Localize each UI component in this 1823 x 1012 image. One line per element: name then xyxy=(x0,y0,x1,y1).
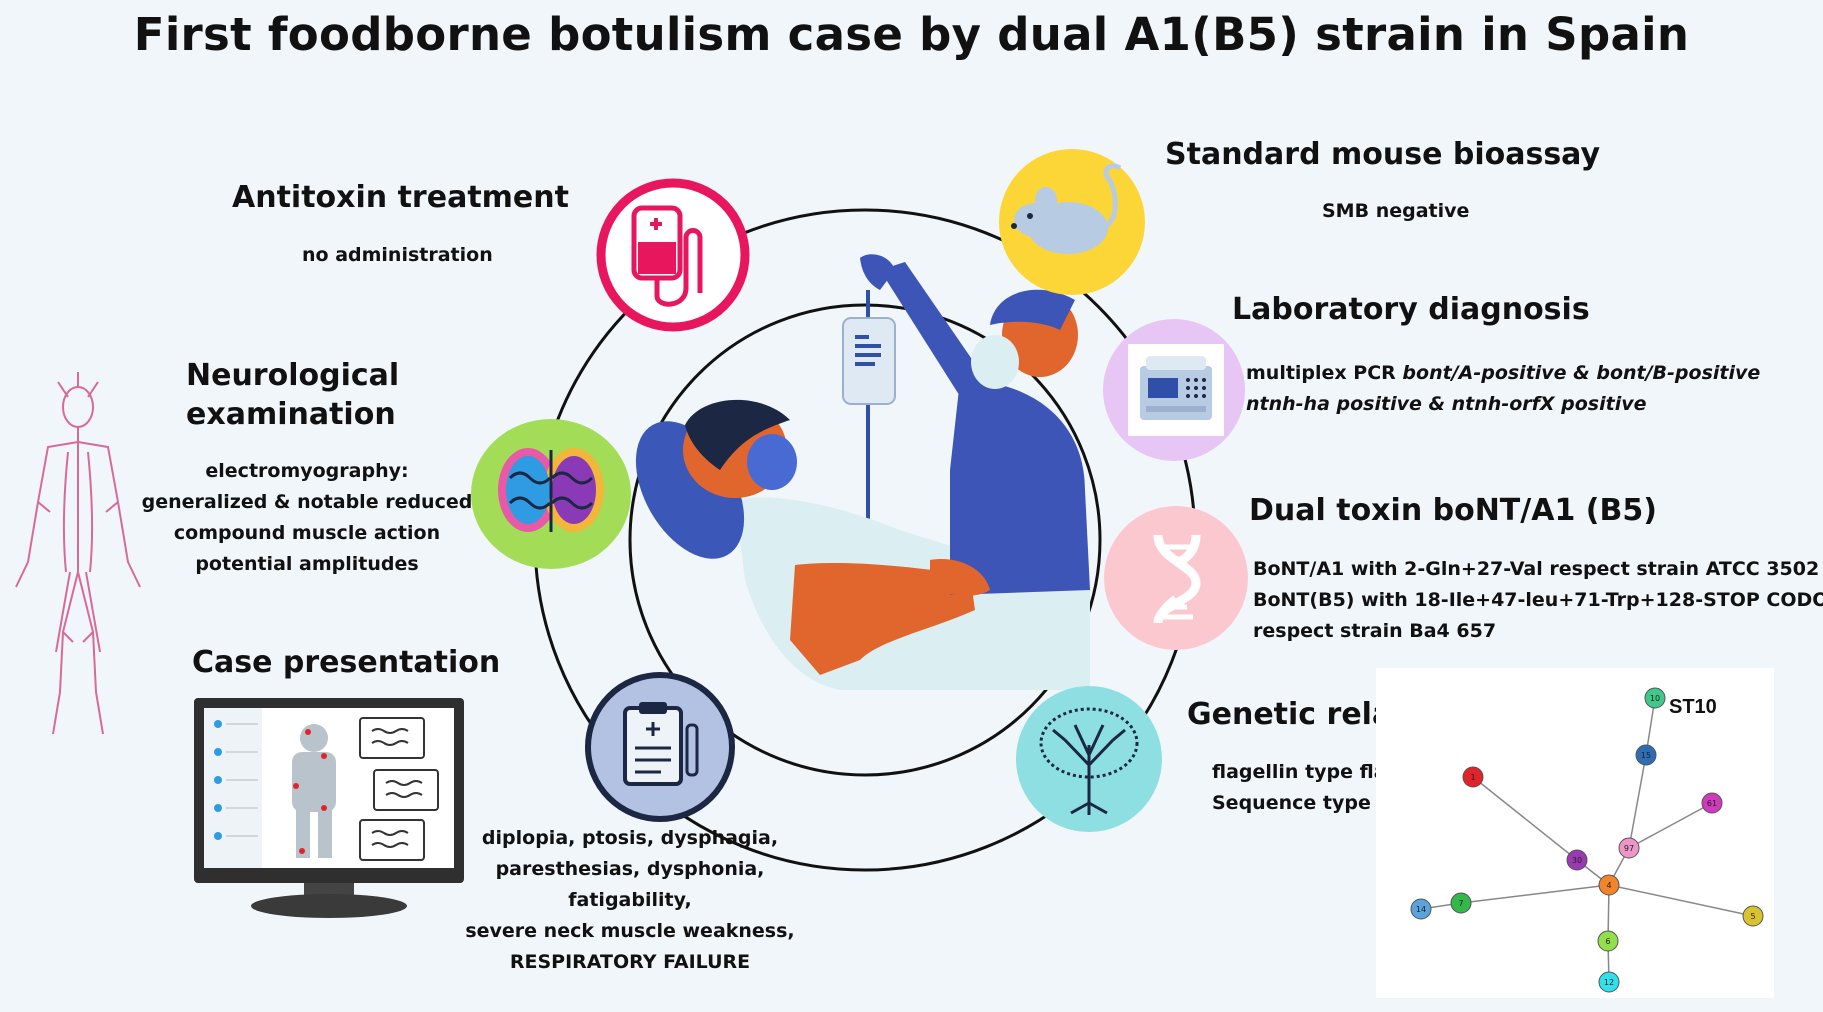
network-node-61 xyxy=(1701,792,1723,814)
doctor-illustration xyxy=(860,254,1090,596)
case-line-3: fatigability, xyxy=(568,889,692,911)
neuro-heading-line1: Neurological xyxy=(186,358,400,393)
network-node-label-97: 97 xyxy=(1624,844,1634,853)
iv-drip-icon xyxy=(842,290,896,530)
tree-icon xyxy=(1016,686,1162,832)
network-node-label-30: 30 xyxy=(1572,856,1582,865)
network-node-label-7: 7 xyxy=(1458,899,1463,908)
network-node-label-5: 5 xyxy=(1750,912,1755,921)
network-nodes: 10 15 1 61 97 30 4 14 7 5 6 12 xyxy=(1410,687,1764,993)
mouse-heading: Standard mouse bioassay xyxy=(1165,137,1601,172)
neuro-heading-line2: examination xyxy=(186,397,396,432)
network-node-5 xyxy=(1742,905,1764,927)
neuro-heading: Neurological examination xyxy=(186,356,399,434)
case-line-4: severe neck muscle weakness, xyxy=(465,920,795,942)
page-title: First foodborne botulism case by dual A1… xyxy=(133,8,1690,61)
toxin-heading: Dual toxin boNT/A1 (B5) xyxy=(1249,493,1657,528)
mouse-text: SMB negative xyxy=(1322,200,1470,222)
iv-bag-icon xyxy=(596,178,750,332)
network-node-1 xyxy=(1462,766,1484,788)
network-node-12 xyxy=(1598,971,1620,993)
nervous-system-figure xyxy=(15,372,141,735)
network-node-label-10: 10 xyxy=(1650,694,1660,703)
mouse-icon xyxy=(999,149,1145,295)
antitoxin-heading: Antitoxin treatment xyxy=(232,180,569,215)
case-line-1: diplopia, ptosis, dysphagia, xyxy=(481,827,779,849)
network-node-label-1: 1 xyxy=(1470,773,1475,782)
lab-line-1: multiplex PCR bont/A-positive & bont/B-p… xyxy=(1246,358,1760,389)
antitoxin-text: no administration xyxy=(302,244,493,266)
toxin-text: BoNT/A1 with 2-Gln+27-Val respect strain… xyxy=(1253,554,1823,647)
neuro-line-1: electromyography: xyxy=(205,460,409,482)
network-node-label-12: 12 xyxy=(1604,978,1614,987)
case-heading: Case presentation xyxy=(192,645,501,680)
neuro-line-2: generalized & notable reduced xyxy=(141,491,473,513)
case-line-5: RESPIRATORY FAILURE xyxy=(509,951,751,973)
mst-network-graph: 10 15 1 61 97 30 4 14 7 5 6 12 ST10 xyxy=(1376,668,1774,998)
toxin-line-3: respect strain Ba4 657 xyxy=(1253,620,1497,642)
network-node-label-4: 4 xyxy=(1606,881,1611,890)
lab-heading: Laboratory diagnosis xyxy=(1232,292,1590,327)
network-node-label-6: 6 xyxy=(1605,937,1610,946)
st10-label: ST10 xyxy=(1669,696,1717,718)
patient-illustration xyxy=(635,399,1090,690)
network-node-4 xyxy=(1598,874,1620,896)
network-node-label-61: 61 xyxy=(1707,799,1717,808)
neuro-text: electromyography: generalized & notable … xyxy=(132,456,482,580)
case-line-2: paresthesias, dysphonia, xyxy=(495,858,765,880)
network-node-15 xyxy=(1635,744,1657,766)
lab-line-1-italic: bont/A-positive & bont/B-positive xyxy=(1402,362,1761,384)
toxin-line-1: BoNT/A1 with 2-Gln+27-Val respect strain… xyxy=(1253,558,1820,580)
network-node-label-14: 14 xyxy=(1416,905,1426,914)
lab-line-1-prefix: multiplex PCR xyxy=(1246,362,1403,384)
genetic-line-2: Sequence type ST10 xyxy=(1212,792,1431,814)
brain-icon xyxy=(471,419,631,569)
genetic-line-1: flagellin type flaVR1 xyxy=(1212,761,1430,783)
neuro-line-4: potential amplitudes xyxy=(195,553,419,575)
network-node-label-15: 15 xyxy=(1641,751,1651,760)
case-symptoms: diplopia, ptosis, dysphagia, paresthesia… xyxy=(440,823,820,978)
lab-line-2: ntnh-ha positive & ntnh-orfX positive xyxy=(1246,393,1647,415)
dna-icon xyxy=(1104,506,1248,650)
inner-ring xyxy=(628,303,1102,777)
genetic-text: flagellin type flaVR1 Sequence type ST10 xyxy=(1212,757,1431,819)
network-node-30 xyxy=(1566,849,1588,871)
monitor-icon xyxy=(194,698,464,918)
pcr-machine-icon xyxy=(1103,319,1245,461)
clipboard-icon xyxy=(585,672,735,822)
toxin-line-2: BoNT(B5) with 18-Ile+47-leu+71-Trp+128-S… xyxy=(1253,589,1823,611)
neuro-line-3: compound muscle action xyxy=(173,522,441,544)
network-node-7 xyxy=(1450,892,1472,914)
network-node-10 xyxy=(1644,687,1666,709)
network-node-6 xyxy=(1597,930,1619,952)
network-node-97 xyxy=(1618,837,1640,859)
network-node-14 xyxy=(1410,898,1432,920)
